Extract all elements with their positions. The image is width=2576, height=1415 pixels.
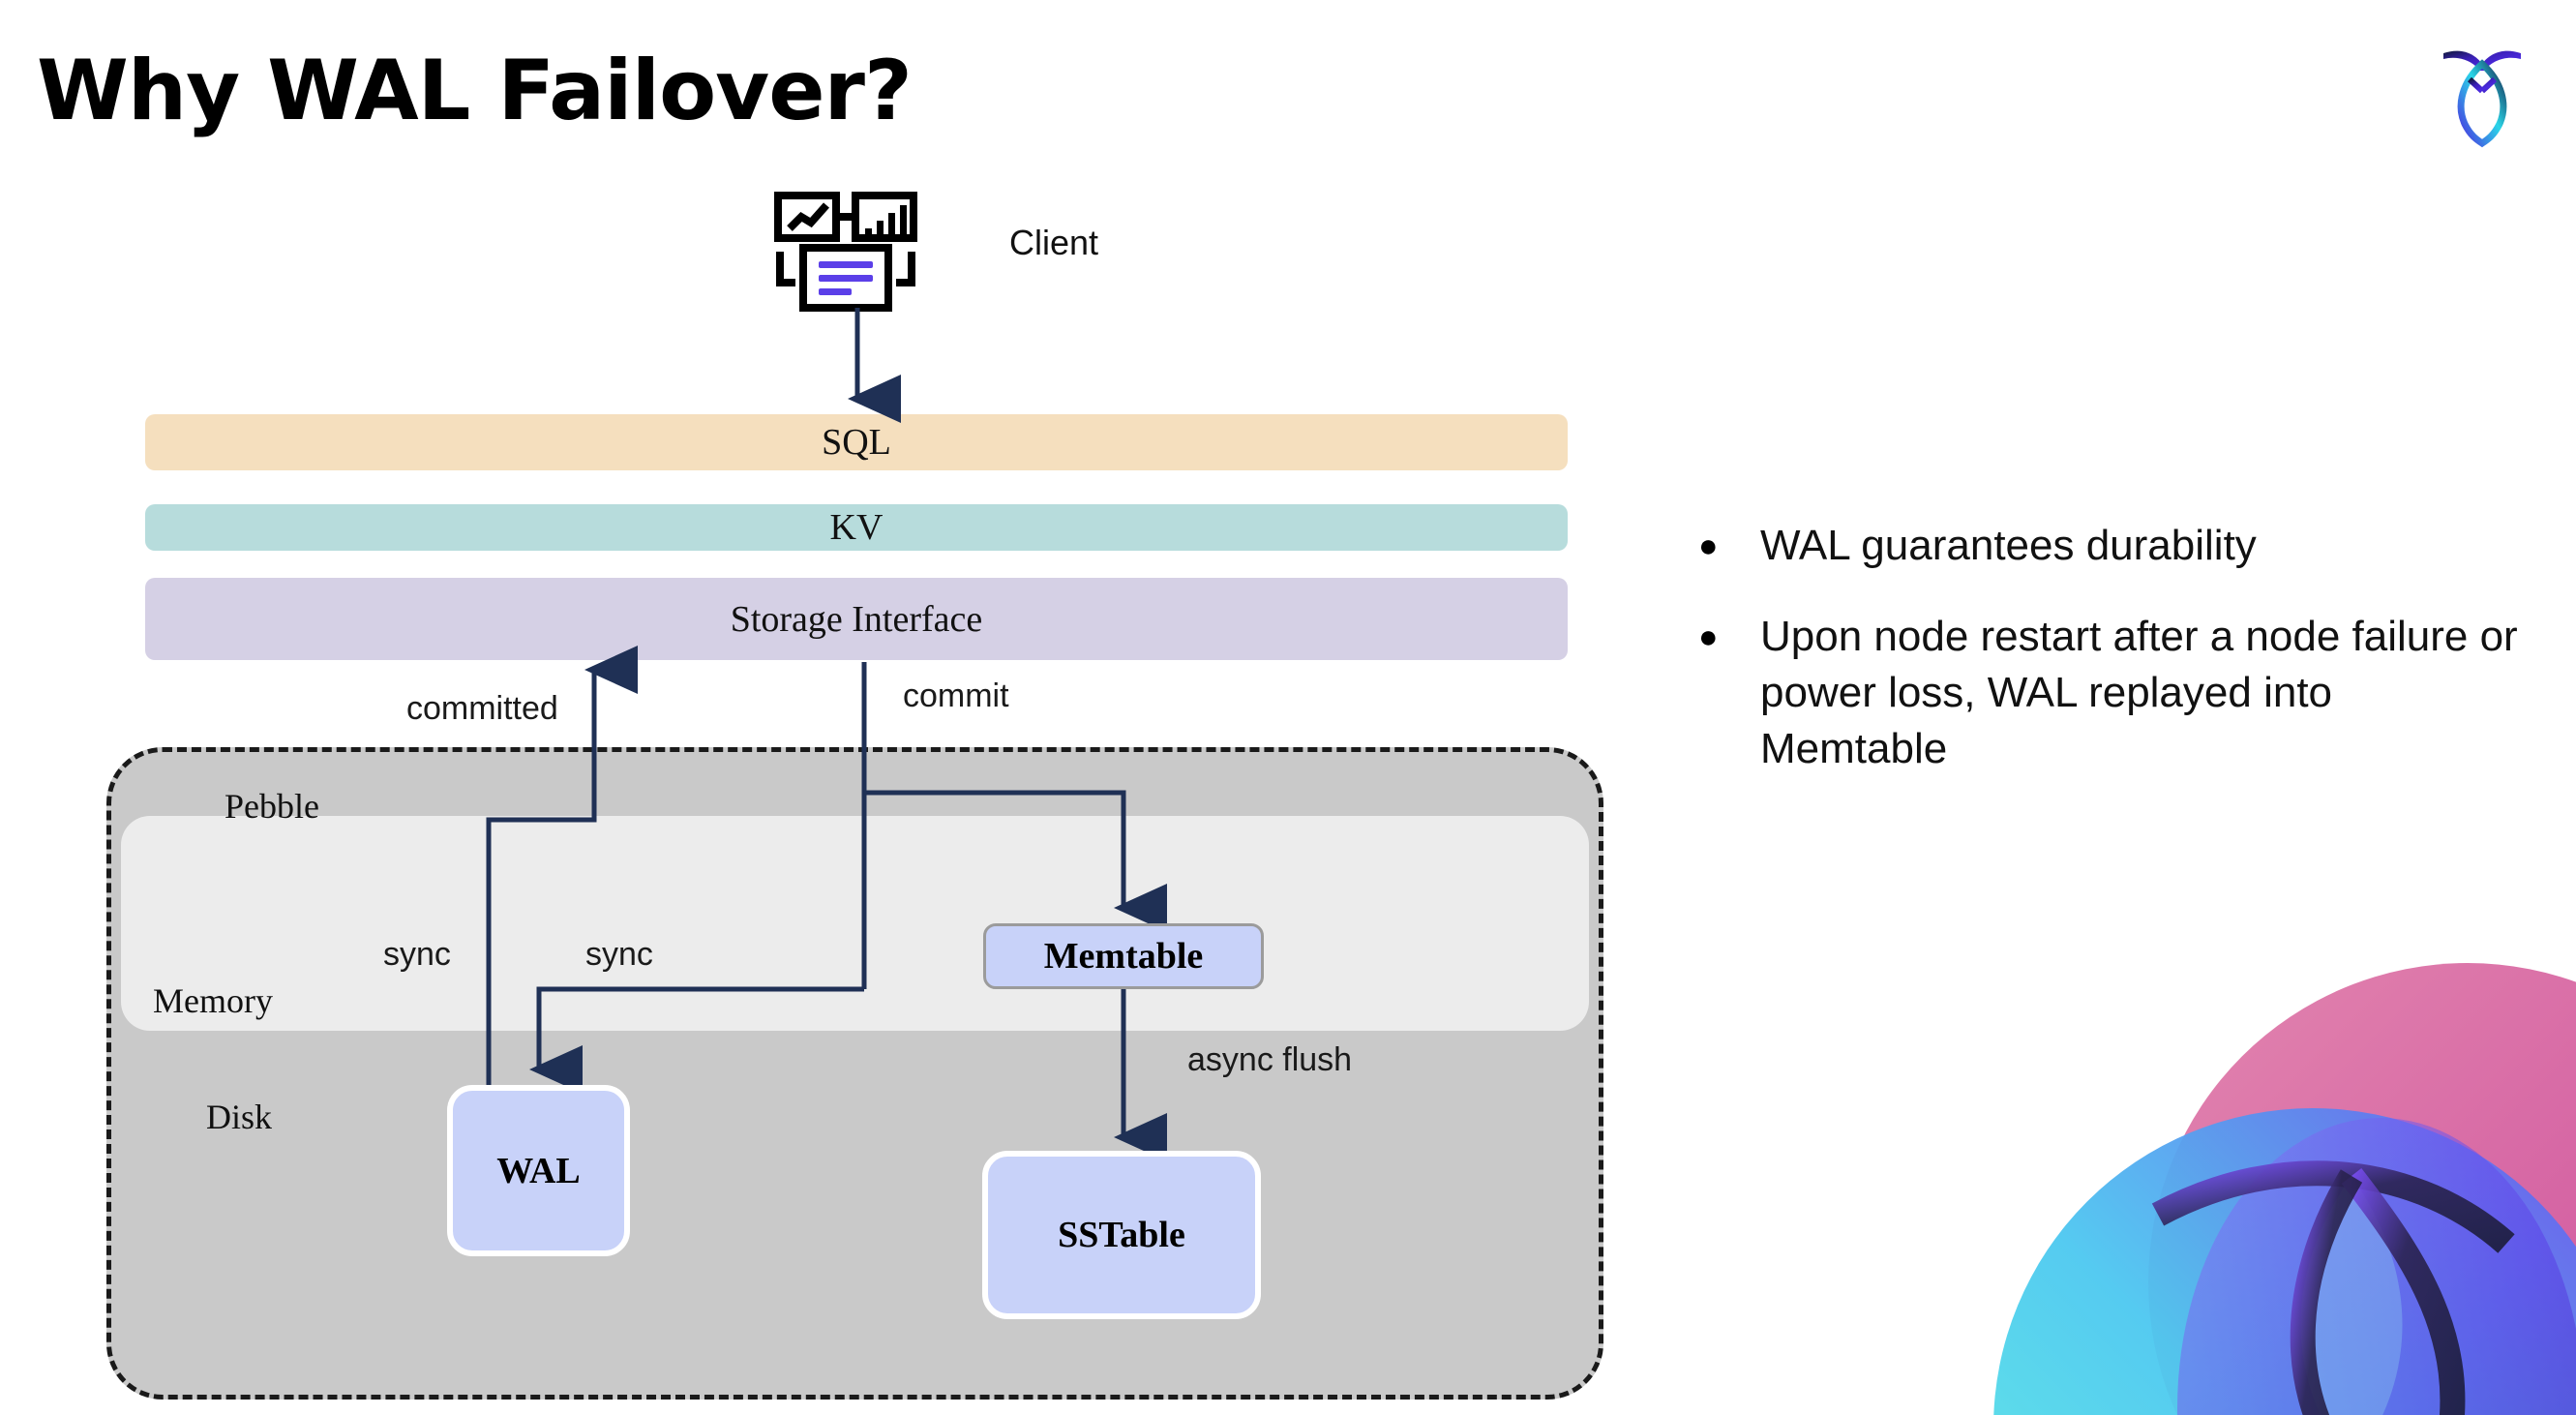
bullet-dot-icon: ● [1698, 527, 1719, 564]
client-label: Client [1009, 223, 1099, 262]
client-dashboard-icon [774, 192, 929, 313]
layer-bar-kv: KV [145, 504, 1568, 551]
node-memtable: Memtable [983, 923, 1264, 989]
flow-label-async-flush: async flush [1187, 1041, 1353, 1078]
bullet-dot-icon: ● [1698, 618, 1719, 656]
node-wal: WAL [447, 1085, 630, 1256]
memory-label: Memory [153, 981, 273, 1020]
decorative-watermark [1964, 924, 2576, 1415]
flow-label-sync-right: sync [585, 936, 653, 973]
cockroachdb-logo [2424, 27, 2540, 148]
list-item: ● Upon node restart after a node failure… [1698, 609, 2521, 777]
memory-region [121, 816, 1589, 1031]
flow-label-commit: commit [903, 677, 1009, 714]
flow-label-sync-left: sync [383, 936, 451, 973]
list-item: ● WAL guarantees durability [1698, 518, 2521, 574]
flow-label-committed: committed [406, 690, 558, 727]
layer-bar-storage: Storage Interface [145, 578, 1568, 660]
disk-label: Disk [206, 1098, 273, 1136]
page-title: Why WAL Failover? [37, 43, 913, 139]
bullet-text: WAL guarantees durability [1760, 522, 2257, 569]
pebble-label: Pebble [225, 787, 319, 826]
bullet-text: Upon node restart after a node failure o… [1760, 613, 2518, 773]
node-sstable: SSTable [982, 1151, 1261, 1319]
layer-bar-sql: SQL [145, 414, 1568, 470]
bullet-list: ● WAL guarantees durability ● Upon node … [1698, 518, 2521, 812]
